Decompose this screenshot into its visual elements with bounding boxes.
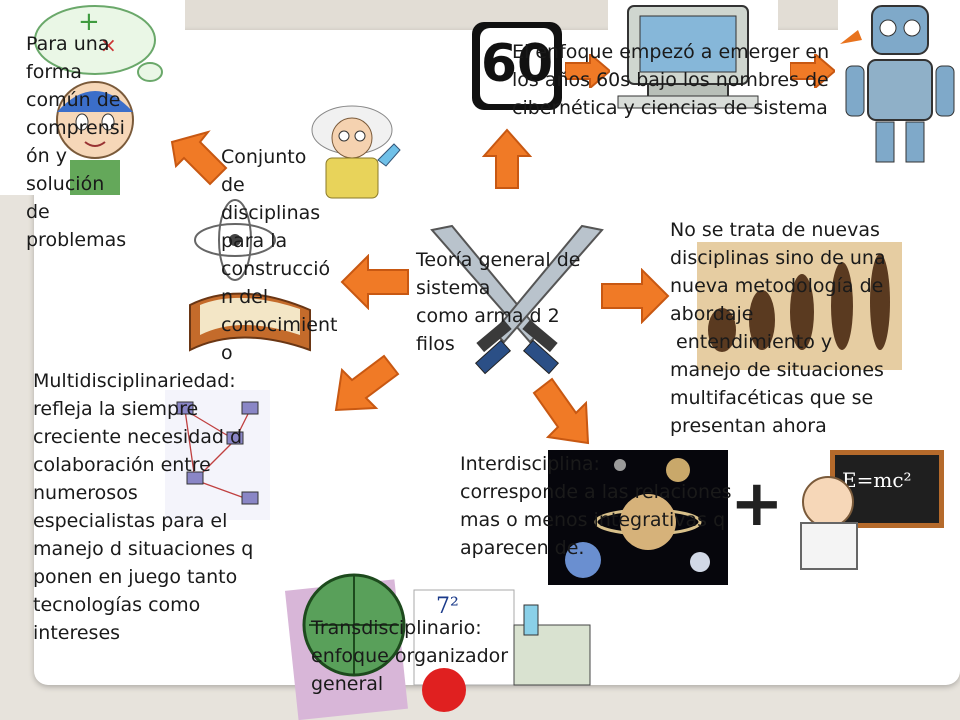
- blackboard-icon: E=mc²: [790, 448, 944, 570]
- formula-text: E=mc²: [842, 468, 912, 492]
- center-title: Teoría general de sistema como arma d 2 …: [416, 249, 581, 355]
- network-icon: [165, 390, 270, 520]
- globe-lab-icon: 7²: [284, 573, 591, 720]
- professor-icon: [311, 105, 401, 199]
- svg-text:×: ×: [100, 33, 117, 57]
- route-sign-number: 60: [480, 34, 554, 94]
- evolution-icon: [697, 242, 902, 370]
- small-arrow-right: [790, 54, 835, 88]
- small-arrow-right: [565, 54, 610, 88]
- computer-icon: [608, 0, 778, 110]
- text-forma-comun: Para una forma común de comprensi ón y s…: [26, 33, 127, 251]
- arrow-up-left: [170, 130, 228, 186]
- arrow-left: [340, 254, 409, 310]
- text-transdisciplinario: Transdisciplinario: enfoque organizador …: [311, 617, 509, 695]
- arrow-down-left: [334, 354, 400, 412]
- atom-book-icon: [189, 199, 311, 352]
- svg-text:+: +: [78, 7, 100, 37]
- text-multidisciplinariedad: Multidisciplinariedad: refleja la siempr…: [33, 370, 254, 644]
- text-conjunto-disciplinas: Conjunto de disciplinas para la construc…: [221, 146, 338, 364]
- arrow-right: [601, 268, 670, 324]
- text-nueva-metodologia: No se trata de nuevas disciplinas sino d…: [670, 219, 886, 437]
- planets-icon: [548, 450, 728, 585]
- crossed-swords-icon: [430, 224, 604, 375]
- robot-icon: [838, 0, 960, 172]
- thinking-boy-icon: + ×: [0, 0, 185, 195]
- math-symbol-text: 7²: [436, 594, 459, 619]
- arrow-down-right: [532, 377, 590, 445]
- route-sign-icon: 60: [472, 22, 562, 110]
- arrow-up: [482, 128, 532, 189]
- plus-sign: +: [730, 467, 784, 541]
- text-enfoque-emergente: El enfoque empezó a emerger en los años …: [512, 41, 830, 119]
- text-interdisciplina: Interdisciplina: corresponde a las relac…: [460, 453, 732, 559]
